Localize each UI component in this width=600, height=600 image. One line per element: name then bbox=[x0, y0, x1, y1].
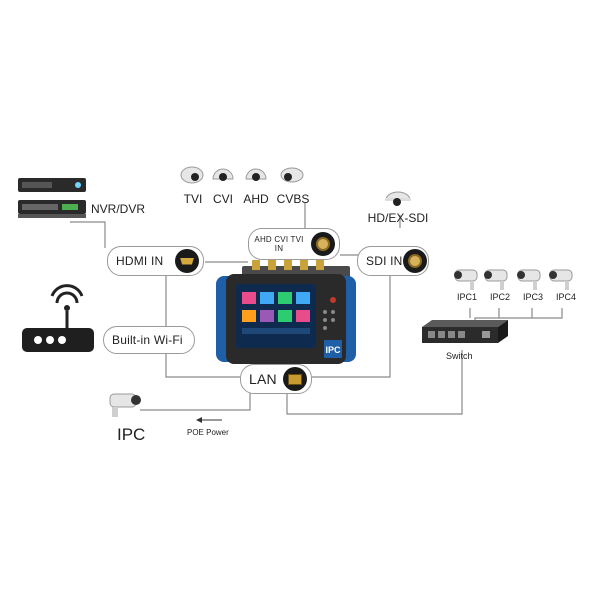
wifi-router-icon bbox=[22, 284, 94, 352]
sdi-in-label: SDI IN bbox=[366, 254, 403, 268]
cvbs-label: CVBS bbox=[277, 192, 310, 206]
lan-port: LAN bbox=[240, 364, 312, 394]
switch-label: Switch bbox=[446, 351, 473, 361]
ipc-camera-icon bbox=[109, 393, 141, 417]
ahd-cvi-tvi-in-port: AHD CVI TVI IN bbox=[248, 228, 340, 260]
ipc4-label: IPC4 bbox=[556, 292, 576, 302]
poe-arrow bbox=[196, 417, 222, 423]
tester-device: IPC bbox=[216, 260, 356, 364]
tester-badge: IPC bbox=[325, 345, 341, 355]
network-switch-icon bbox=[422, 320, 508, 343]
line-left-lan bbox=[165, 275, 240, 378]
hdmi-in-port: HDMI IN bbox=[107, 246, 204, 276]
hd-ex-sdi-label: HD/EX-SDI bbox=[368, 211, 429, 225]
hdmi-connector-icon bbox=[175, 249, 199, 273]
tvi-label: TVI bbox=[184, 192, 203, 206]
built-in-wifi-label: Built-in Wi-Fi bbox=[112, 333, 183, 347]
ipc1-label: IPC1 bbox=[457, 292, 477, 302]
line-nvr-hdmi bbox=[70, 221, 106, 248]
connection-lines bbox=[70, 203, 563, 415]
lan-label: LAN bbox=[249, 371, 277, 387]
sdi-bnc-connector-icon bbox=[402, 249, 427, 273]
rj45-connector-icon bbox=[283, 367, 307, 391]
ahd-cvi-tvi-in-label: AHD CVI TVI IN bbox=[254, 235, 304, 253]
bnc-connector-icon bbox=[311, 232, 335, 256]
ipc2-label: IPC2 bbox=[490, 292, 510, 302]
sdi-camera-icon bbox=[385, 191, 411, 206]
line-lan-ipc bbox=[140, 392, 251, 411]
ipc-main-label: IPC bbox=[117, 425, 145, 444]
ipc-cameras-icon bbox=[454, 269, 573, 290]
cvi-label: CVI bbox=[213, 192, 233, 206]
line-right-lan bbox=[312, 275, 391, 378]
poe-power-label: POE Power bbox=[187, 428, 229, 437]
ahd-label: AHD bbox=[243, 192, 269, 206]
sdi-in-port: SDI IN bbox=[357, 246, 429, 276]
ipc3-label: IPC3 bbox=[523, 292, 543, 302]
nvr-dvr-label: NVR/DVR bbox=[91, 202, 145, 216]
line-lan-switch bbox=[286, 350, 463, 415]
built-in-wifi-port: Built-in Wi-Fi bbox=[103, 326, 195, 354]
cctv-camera-icon bbox=[180, 166, 304, 184]
hdmi-in-label: HDMI IN bbox=[116, 254, 164, 268]
dvr-icon bbox=[18, 178, 86, 218]
